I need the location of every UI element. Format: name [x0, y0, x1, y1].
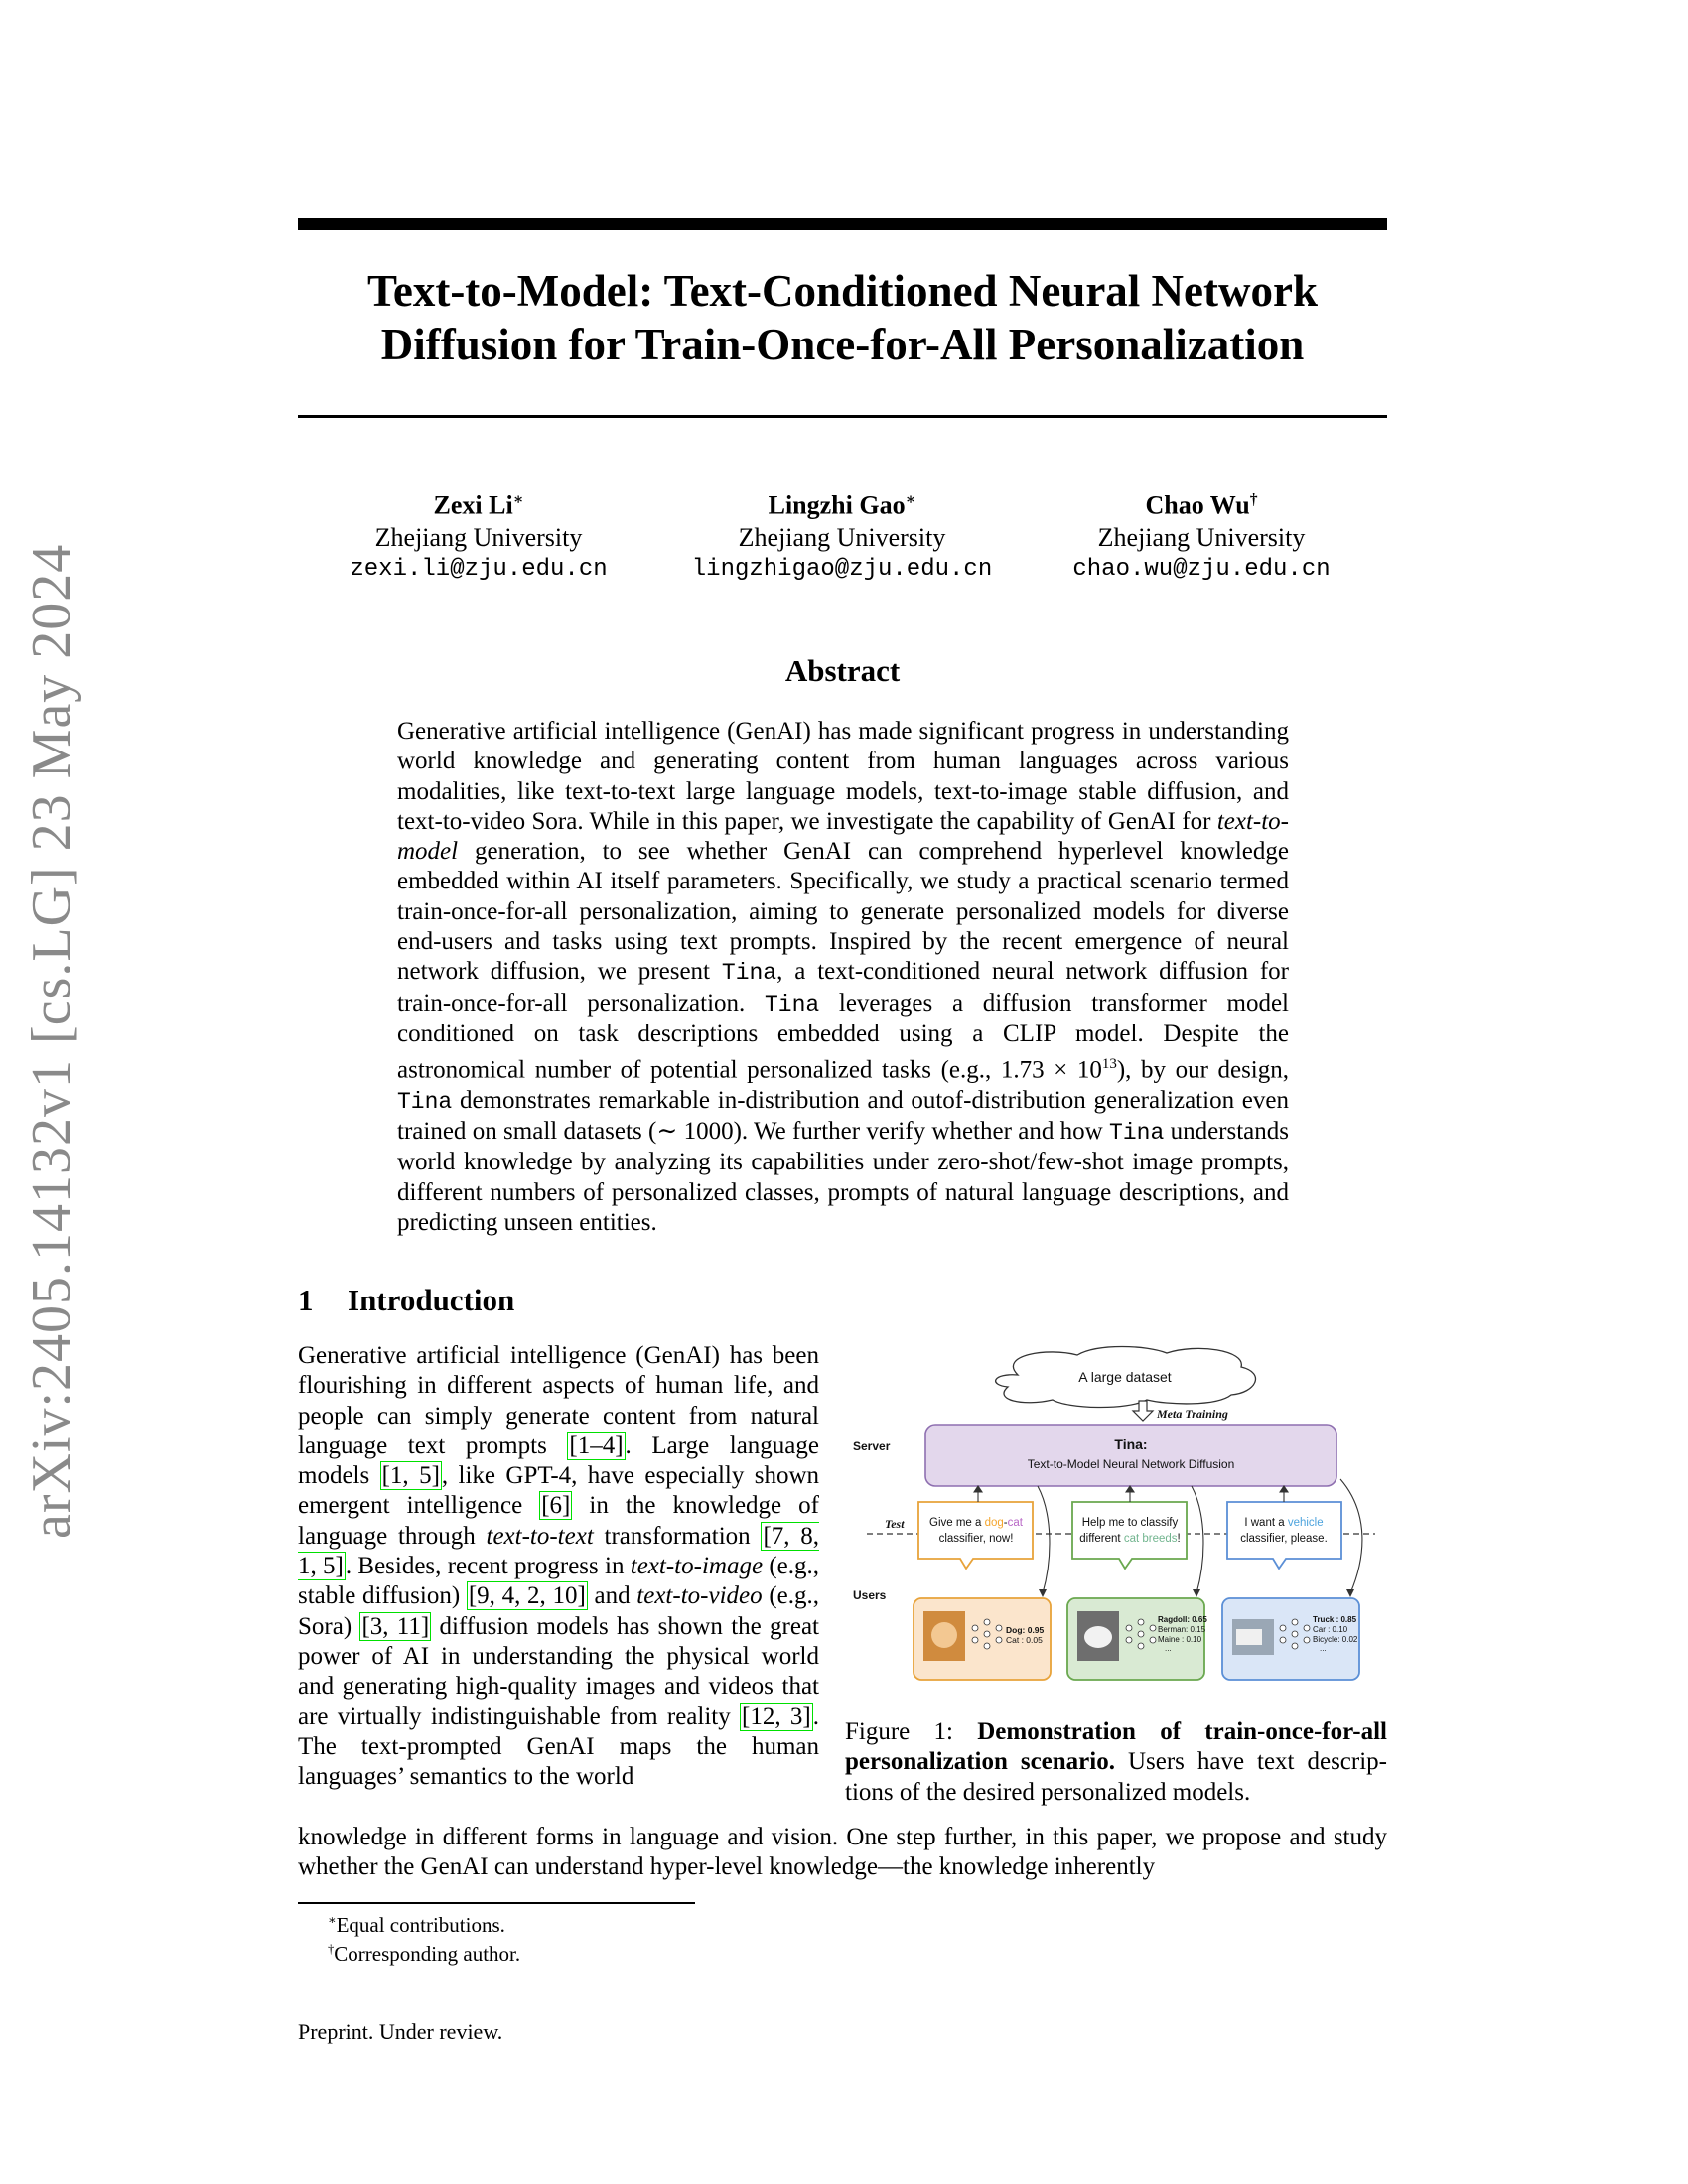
author-affiliation: Zhejiang University	[1097, 522, 1306, 552]
user-3-result-2: Car : 0.10	[1313, 1625, 1348, 1634]
tina-title: Tina:	[1114, 1436, 1147, 1452]
meta-training-arrow: Meta Training	[1131, 1400, 1228, 1422]
prompt-1-line-1: Give me a dog-cat	[929, 1517, 1024, 1529]
citation-link[interactable]: [6]	[539, 1491, 573, 1521]
author-name: Zexi Li	[433, 490, 513, 520]
author-block-2: Lingzhi Gao∗ Zhejiang University lingzhi…	[663, 484, 1021, 586]
author-email[interactable]: zexi.li@zju.edu.cn	[350, 555, 608, 583]
user-1-result-1: Dog: 0.95	[1006, 1625, 1045, 1635]
tina-server-box	[924, 1424, 1337, 1487]
test-label: Test	[885, 1517, 905, 1531]
meta-training-label: Meta Training	[1156, 1407, 1228, 1421]
prompt-3-line-1: I want a vehicle	[1244, 1517, 1323, 1529]
user-3-result-3: Bicycle: 0.02	[1313, 1635, 1358, 1644]
title-bottom-rule	[298, 415, 1387, 418]
title-line-1: Text-to-Model: Text-Conditioned Neural N…	[366, 266, 1319, 316]
prompt-bubble-3	[1226, 1501, 1342, 1570]
prompt-3-line-2: classifier, please.	[1240, 1533, 1328, 1545]
server-to-user-arrows	[1037, 1478, 1363, 1594]
network-icon	[1125, 1618, 1157, 1650]
user-2-result-1: Ragdoll: 0.65	[1158, 1615, 1207, 1624]
preprint-notice: Preprint. Under review.	[298, 2019, 503, 2044]
citation-link[interactable]: [1, 5]	[379, 1461, 442, 1491]
introduction-paragraph-continued: knowledge in different forms in language…	[298, 1824, 1387, 1881]
author-mark: ∗	[512, 491, 524, 508]
author-email[interactable]: lingzhigao@zju.edu.cn	[691, 555, 993, 583]
citation-link[interactable]: [9, 4, 2, 10]	[466, 1581, 588, 1611]
introduction-paragraph: Generative artificial intelligence (GenA…	[298, 1342, 820, 1791]
prompt-bubble-2	[1071, 1501, 1188, 1570]
users-label: Users	[853, 1588, 887, 1602]
user-3-result-4: ...	[1320, 1644, 1327, 1653]
author-mark: ∗	[905, 491, 916, 508]
arxiv-identifier-stamp: arXiv:2405.14132v1 [cs.LG] 23 May 2024	[21, 543, 82, 1539]
author-email[interactable]: chao.wu@zju.edu.cn	[1072, 555, 1331, 583]
footnote-corresponding-author: †Corresponding author.	[328, 1942, 521, 1966]
author-block-3: Chao Wu† Zhejiang University chao.wu@zju…	[1023, 484, 1380, 586]
title-line-2: Diffusion for Train-Once-for-All Persona…	[380, 320, 1305, 369]
footnote-equal-contribution: ∗Equal contributions.	[328, 1913, 505, 1937]
abstract-heading: Abstract	[784, 653, 901, 688]
citation-link[interactable]: [1–4]	[567, 1431, 626, 1460]
footnote-rule	[298, 1902, 695, 1904]
author-name: Chao Wu	[1145, 490, 1250, 520]
user-box-3	[1221, 1597, 1360, 1681]
prompt-2-line-2: different cat breeds!	[1079, 1533, 1180, 1545]
tina-subtitle: Text-to-Model Neural Network Diffusion	[1028, 1457, 1235, 1471]
figure-1-diagram: A large dataset Meta Training Server Tin…	[853, 1345, 1375, 1681]
dataset-label: A large dataset	[1078, 1369, 1172, 1385]
server-label: Server	[853, 1439, 891, 1453]
paper-title: Text-to-Model: Text-Conditioned Neural N…	[298, 264, 1387, 371]
citation-link[interactable]: [3, 11]	[359, 1611, 432, 1641]
user-3-result-1: Truck : 0.85	[1313, 1615, 1357, 1624]
network-icon	[971, 1618, 1003, 1650]
user-2-result-3: Maine : 0.10	[1158, 1635, 1202, 1644]
prompt-bubble-1	[917, 1501, 1034, 1570]
user-1-result-2: Cat : 0.05	[1006, 1635, 1043, 1645]
author-affiliation: Zhejiang University	[738, 522, 946, 552]
arrowheads	[1039, 1589, 1354, 1597]
prompt-2-line-1: Help me to classify	[1082, 1517, 1179, 1529]
citation-link[interactable]: [12, 3]	[740, 1702, 813, 1731]
author-name: Lingzhi Gao	[768, 490, 906, 520]
figure-1-caption: Figure 1: Demonstration of train-once-fo…	[845, 1718, 1387, 1806]
abstract-text: Generative artificial intelligence (GenA…	[397, 718, 1290, 1237]
citation-link[interactable]: [7, 8, 1, 5]	[298, 1521, 820, 1581]
dataset-cloud: A large dataset	[995, 1345, 1256, 1409]
prompt-to-server-arrows	[972, 1485, 1290, 1502]
author-mark: †	[1249, 491, 1258, 508]
user-2-result-2: Berman: 0.15	[1158, 1625, 1206, 1634]
network-icon	[1279, 1618, 1311, 1650]
user-2-result-4: ...	[1165, 1644, 1172, 1653]
title-top-rule	[298, 218, 1387, 230]
prompt-1-line-2: classifier, now!	[939, 1533, 1014, 1545]
author-block-1: Zexi Li∗ Zhejiang University zexi.li@zju…	[300, 484, 657, 586]
author-affiliation: Zhejiang University	[374, 522, 583, 552]
